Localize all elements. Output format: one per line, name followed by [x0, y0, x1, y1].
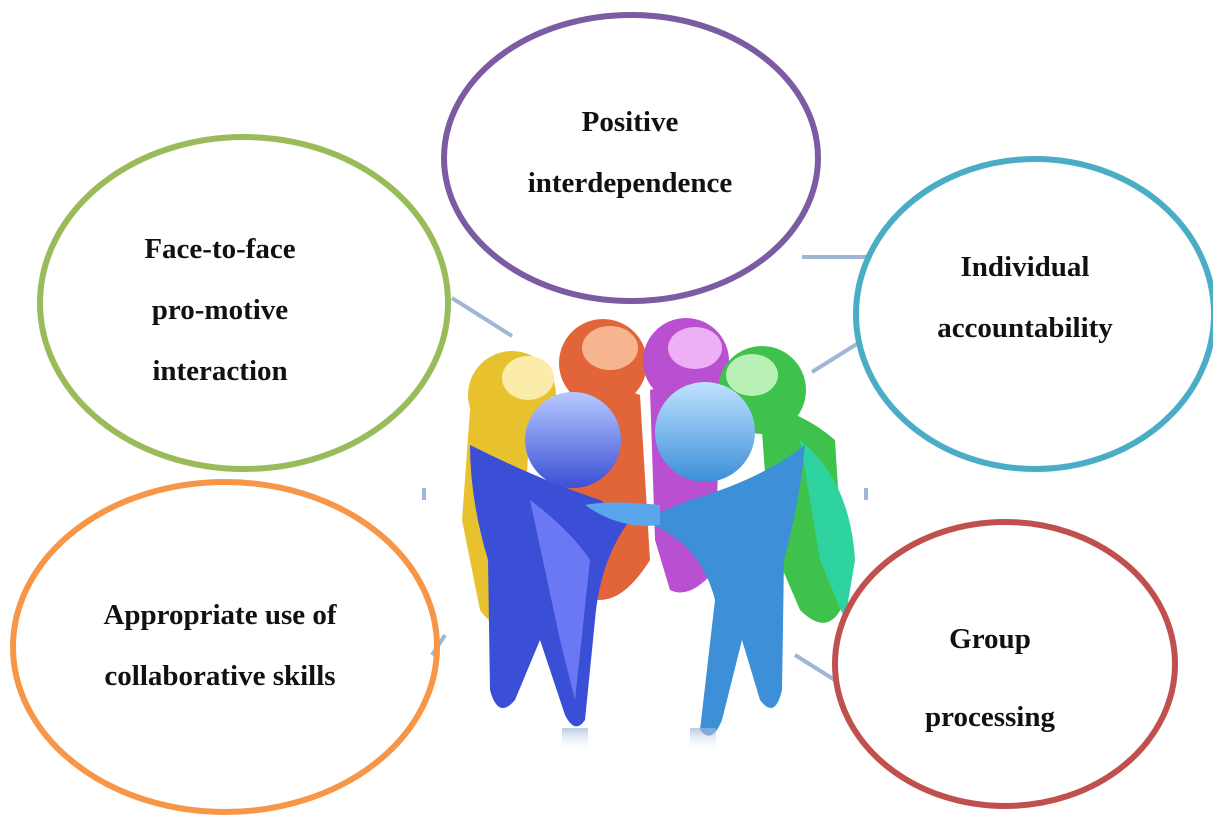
ellipse-appropriate-use	[10, 479, 440, 815]
node-individual-line-2: accountability	[937, 312, 1113, 344]
node-face-line-1: Face-to-face	[144, 233, 296, 265]
node-positive-line-2: interdependence	[527, 167, 733, 199]
node-positive-line-1: Positive	[581, 106, 679, 138]
figure-teal-arm	[800, 440, 855, 620]
figure-sky-body	[640, 445, 805, 736]
ellipse-face-to-face	[37, 134, 451, 472]
node-individual-line-1: Individual	[960, 251, 1090, 283]
node-appropriate-use: Appropriate use of collaborative skills	[55, 585, 385, 707]
reflection-left	[562, 728, 588, 752]
node-appropriate-line-2: collaborative skills	[104, 660, 336, 692]
reflection-right	[690, 728, 716, 752]
figure-blue-head	[525, 392, 621, 488]
node-ellipses	[10, 12, 1213, 815]
node-face-line-3: interaction	[152, 355, 288, 387]
figure-sky-head	[655, 382, 755, 482]
node-face-line-2: pro-motive	[151, 294, 289, 326]
connector-face-to-face	[450, 296, 514, 338]
connector-group	[793, 653, 840, 684]
connector-lines	[422, 255, 868, 684]
node-individual-accountability: Individual accountability	[875, 237, 1175, 359]
ellipse-group-processing	[832, 519, 1178, 809]
group-hug-illustration	[462, 318, 855, 752]
ellipse-positive-interdependence	[441, 12, 821, 304]
node-group-processing: Group processing	[840, 600, 1140, 756]
node-appropriate-line-1: Appropriate use of	[103, 599, 337, 631]
ellipse-individual-accountability	[853, 156, 1213, 472]
node-group-line-2: processing	[925, 701, 1055, 733]
node-face-to-face: Face-to-face pro-motive interaction	[70, 219, 370, 402]
node-positive-interdependence: Positive interdependence	[480, 92, 780, 214]
node-group-line-1: Group	[949, 623, 1031, 655]
connector-individual	[810, 340, 862, 374]
